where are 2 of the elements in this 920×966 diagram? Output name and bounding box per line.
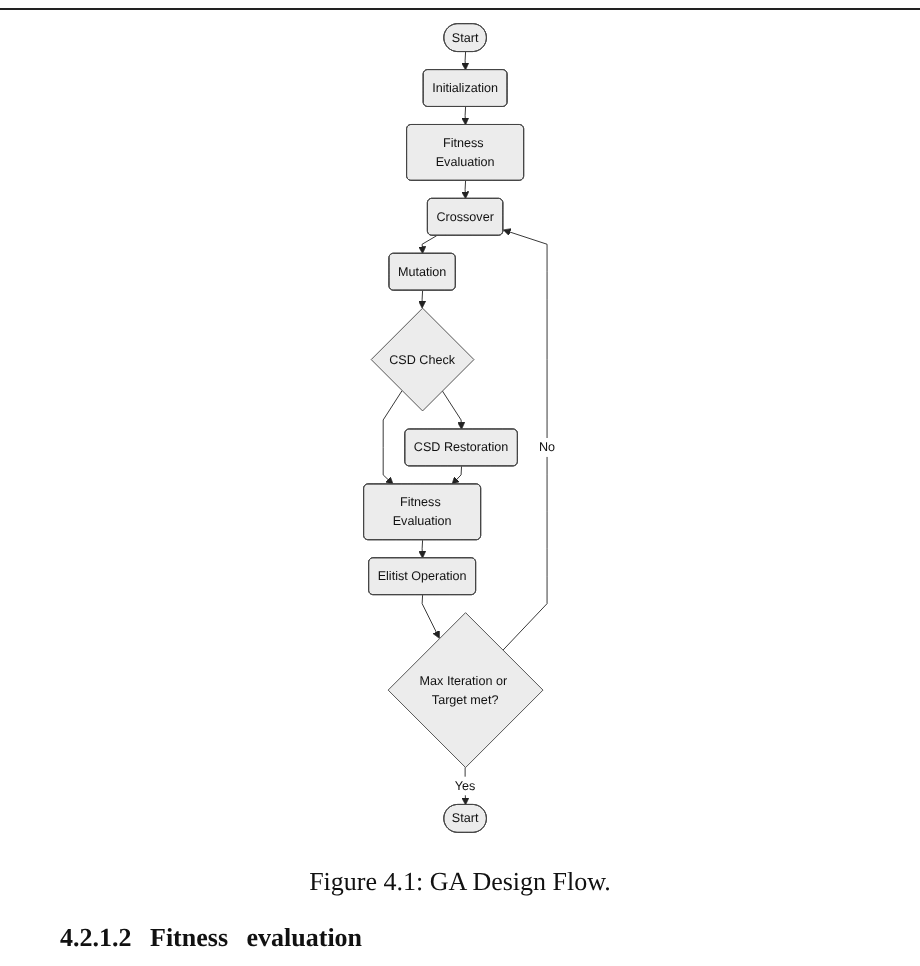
figure-caption: Figure 4.1: GA Design Flow. <box>309 866 611 896</box>
section-heading: 4.2.1.2 Fitness evaluation <box>60 922 363 954</box>
